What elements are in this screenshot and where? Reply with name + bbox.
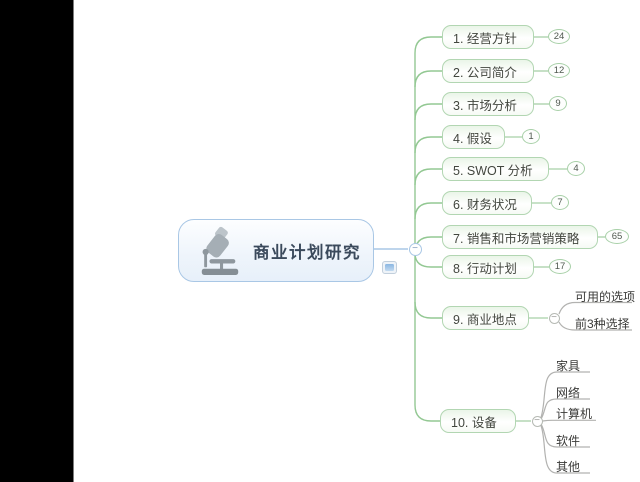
badge-value: 7 (557, 197, 563, 208)
topic-6-count-badge[interactable]: 7 (551, 195, 569, 210)
subtopic-available-options[interactable]: 可用的选项 (575, 288, 635, 305)
subtopic-label: 计算机 (556, 407, 593, 421)
topic-7-count-badge[interactable]: 65 (605, 229, 629, 244)
subtopic-label: 软件 (556, 434, 581, 448)
topic-10-collapse-toggle[interactable]: − (531, 415, 543, 427)
subtopic-top3-choices[interactable]: 前3种选择 (575, 315, 630, 332)
central-topic-label: 商业计划研究 (253, 243, 361, 262)
subtopic-furniture[interactable]: 家具 (556, 357, 580, 374)
topic-10[interactable]: 10. 设备 (440, 409, 516, 433)
subtopic-label: 其他 (556, 460, 581, 474)
badge-value: 4 (573, 163, 579, 174)
microscope-icon (201, 226, 239, 275)
topic-2-label: 2. 公司简介 (453, 65, 517, 80)
topic-10-label: 10. 设备 (451, 415, 497, 430)
collapse-minus-icon: − (412, 243, 418, 254)
topic-1-count-badge[interactable]: 24 (548, 29, 570, 44)
notes-icon-page (385, 264, 394, 271)
badge-value: 65 (611, 231, 623, 242)
topic-2[interactable]: 2. 公司简介 (442, 59, 534, 83)
topic-5-count-badge[interactable]: 4 (567, 161, 585, 176)
topic-7[interactable]: 7. 销售和市场营销策略 (442, 225, 598, 249)
badge-value: 24 (553, 31, 565, 42)
topic-4-count-badge[interactable]: 1 (522, 129, 540, 144)
panel-divider (73, 0, 74, 482)
central-topic[interactable]: 商业计划研究 (178, 219, 374, 282)
badge-value: 1 (528, 131, 534, 142)
topic-4[interactable]: 4. 假设 (442, 125, 505, 149)
collapse-minus-icon: − (551, 312, 557, 323)
topic-6-label: 6. 财务状况 (453, 197, 517, 212)
topic-1-label: 1. 经营方针 (453, 31, 517, 46)
topic-9-label: 9. 商业地点 (453, 312, 517, 327)
badge-value: 9 (555, 98, 561, 109)
topic-9[interactable]: 9. 商业地点 (442, 306, 529, 330)
subtopic-label: 前3种选择 (575, 317, 630, 331)
subtopic-computer[interactable]: 计算机 (556, 405, 592, 422)
topic-5-label: 5. SWOT 分析 (453, 163, 533, 178)
topic-3-count-badge[interactable]: 9 (549, 96, 567, 111)
topic-5[interactable]: 5. SWOT 分析 (442, 157, 549, 181)
subtopic-software[interactable]: 软件 (556, 432, 580, 449)
topic-2-count-badge[interactable]: 12 (548, 63, 570, 78)
topic-1[interactable]: 1. 经营方针 (442, 25, 534, 49)
badge-value: 17 (554, 261, 566, 272)
root-collapse-toggle[interactable]: − (408, 242, 422, 256)
subtopic-label: 可用的选项 (575, 290, 636, 304)
topic-8[interactable]: 8. 行动计划 (442, 255, 534, 279)
topic-7-label: 7. 销售和市场营销策略 (453, 231, 580, 246)
subtopic-other[interactable]: 其他 (556, 458, 580, 475)
subtopic-label: 网络 (556, 386, 581, 400)
topic-9-collapse-toggle[interactable]: − (548, 312, 560, 324)
topic-3-label: 3. 市场分析 (453, 98, 517, 113)
subtopic-network[interactable]: 网络 (556, 384, 580, 401)
topic-8-count-badge[interactable]: 17 (549, 259, 571, 274)
collapse-minus-icon: − (534, 415, 540, 426)
badge-value: 12 (553, 65, 565, 76)
topic-6[interactable]: 6. 财务状况 (442, 191, 532, 215)
subtopic-label: 家具 (556, 359, 581, 373)
topic-4-label: 4. 假设 (453, 131, 492, 146)
topic-3[interactable]: 3. 市场分析 (442, 92, 534, 116)
topic-8-label: 8. 行动计划 (453, 261, 517, 276)
notes-icon[interactable] (382, 261, 397, 274)
black-side-panel (0, 0, 73, 482)
